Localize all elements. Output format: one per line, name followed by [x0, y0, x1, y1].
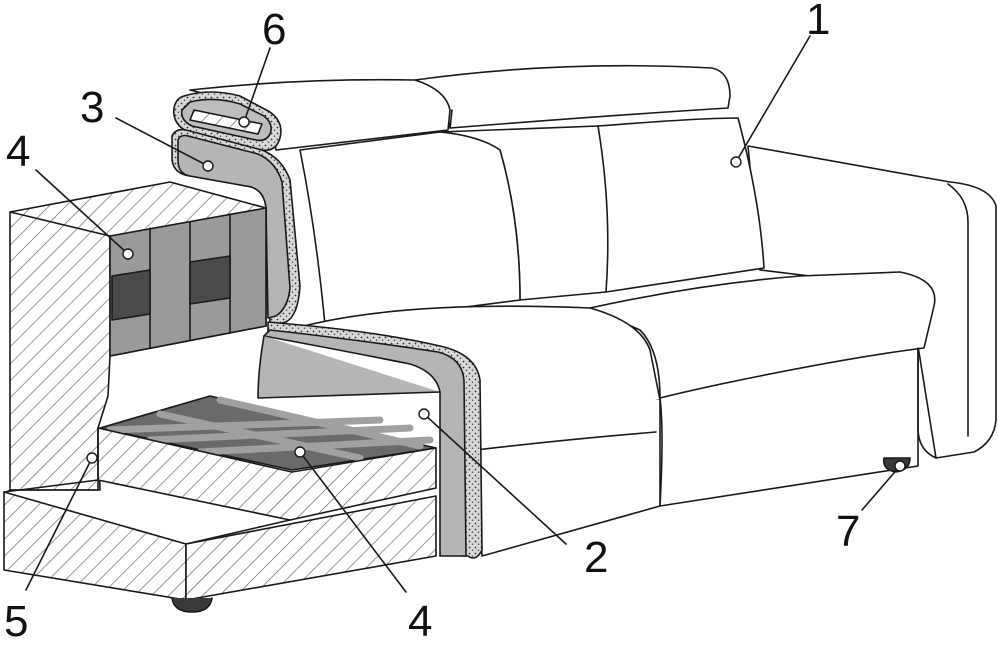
callout-4-bottom: 4	[408, 597, 432, 644]
callout-1: 1	[806, 0, 830, 44]
callout-7: 7	[836, 507, 860, 556]
callout-2: 2	[584, 533, 608, 582]
armrest-cover-section	[257, 321, 483, 559]
leader-lines	[25, 35, 901, 593]
callout-3: 3	[80, 83, 104, 132]
callout-4-top: 4	[6, 127, 30, 176]
callout-dots	[86, 116, 906, 472]
pocket-springs	[109, 207, 267, 357]
seat-base-block	[3, 427, 437, 613]
headrest-section	[172, 91, 282, 152]
callout-labels: 1 2 3 4 4 5 6 7	[4, 0, 860, 646]
back-cushion-right	[597, 117, 765, 293]
back-cushion-middle	[299, 125, 609, 326]
back-frame-section	[171, 128, 301, 327]
headrest-right	[414, 64, 731, 129]
callout-5: 5	[4, 597, 28, 644]
seat-webbing	[99, 395, 437, 471]
callout-6: 6	[262, 5, 286, 54]
seat-cushion-left	[295, 305, 661, 557]
